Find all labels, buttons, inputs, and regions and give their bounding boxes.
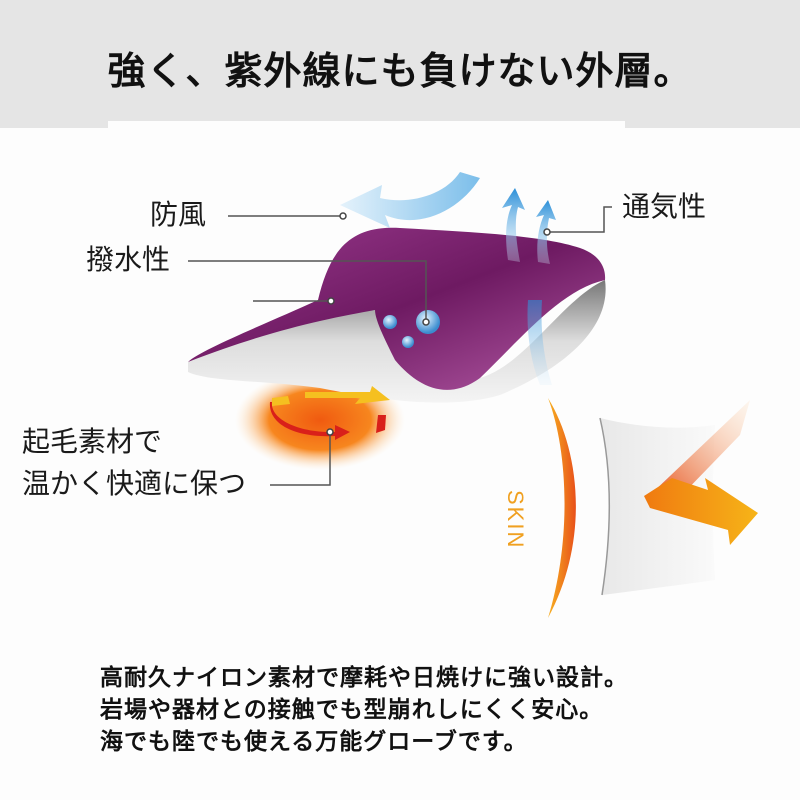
purple-outer-shell [188,227,606,390]
illustration-panel-edge [108,121,625,131]
description-line: 岩場や器材との接触でも型崩れしにくく安心。 [100,697,604,723]
label-warm-line2: 温かく快適に保つ [22,467,247,500]
wind-arrow-icon [340,172,480,228]
uv-reflect-arrow-icon [650,400,750,497]
description-line: 海でも陸でも使える万能グローブです。 [100,729,528,755]
description-line: 高耐久ナイロン素材で摩耗や日焼けに強い設計。 [100,665,628,691]
page-title: 強く、紫外線にも負けない外層。 [107,49,693,93]
skin-label: SKIN [503,490,528,550]
label-breathable: 通気性 [622,190,707,223]
label-warm-line1: 起毛素材で [22,425,163,458]
label-water-repellent: 撥水性 [86,243,171,276]
header-banner: 強く、紫外線にも負けない外層。 [0,0,800,128]
leader-lines [188,206,612,486]
skin-arc [548,398,576,618]
description-block: 高耐久ナイロン素材で摩耗や日焼けに強い設計。 岩場や器材との接触でも型崩れしにく… [100,662,720,758]
label-windproof: 防風 [150,198,207,231]
heat-circulation-icon [269,386,390,440]
